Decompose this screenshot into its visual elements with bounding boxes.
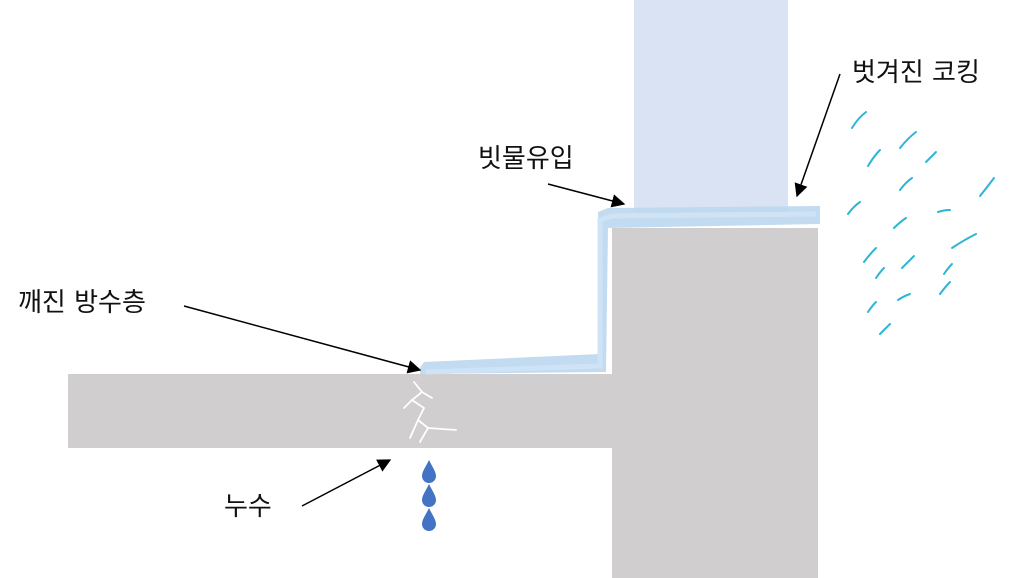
floor-slab [68,374,612,448]
arrow-rain-inflow [547,183,626,208]
water-droplet-icon [422,460,436,531]
label-broken-waterproof: 깨진 방수층 [18,288,146,318]
window-frame [634,0,788,212]
water-inflow-highlight [425,211,817,375]
rain-streaks-icon [847,111,995,335]
arrow-broken-waterproof [183,305,422,374]
water-inflow-path [420,206,820,374]
crack-icon [403,381,457,443]
wall-column [612,228,818,578]
label-leak: 누수 [224,492,272,522]
label-peeled-caulking: 벗겨진 코킹 [852,58,980,88]
label-rain-inflow: 빗물유입 [478,144,574,174]
arrow-peeled-caulking [794,73,841,198]
arrow-leak [301,459,392,507]
